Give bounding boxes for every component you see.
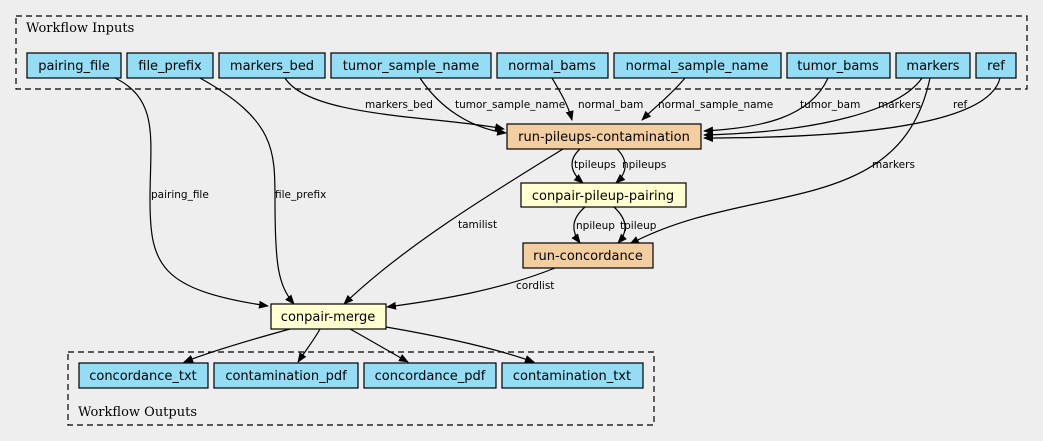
- step-conpair-merge[interactable]: conpair-merge: [270, 303, 387, 330]
- workflow-inputs-cluster: Workflow Inputs: [15, 15, 1028, 90]
- edge-file-prefix: [199, 77, 295, 305]
- edge-label-markers-to-pileups: markers: [878, 99, 921, 111]
- edge-label-cordlist: cordlist: [516, 280, 554, 292]
- edge-label-tpileup: tpileup: [620, 220, 657, 232]
- input-file-prefix-label: file_prefix: [138, 59, 202, 74]
- workflow-outputs-label: Workflow Outputs: [78, 405, 197, 420]
- edge-normal-bams: [551, 77, 574, 121]
- output-contamination-pdf[interactable]: contamination_pdf: [213, 362, 359, 389]
- edge-label-normal-sample-name: normal_sample_name: [658, 99, 773, 111]
- edge-cordlist: [386, 267, 556, 310]
- edge-tpileups: [571, 148, 584, 184]
- edge-concordance-txt: [183, 328, 291, 363]
- edge-tpileup: [613, 206, 628, 244]
- edge-label-pairing-file: pairing_file: [151, 189, 209, 201]
- step-run-concordance-label: run-concordance: [533, 249, 643, 264]
- edge-tamilist: [343, 148, 564, 305]
- input-markers[interactable]: markers: [895, 52, 971, 79]
- edge-label-tamilist: tamilist: [458, 219, 497, 231]
- edge-labels: markers_bed tumor_sample_name normal_bam…: [151, 99, 968, 292]
- step-run-concordance[interactable]: run-concordance: [522, 242, 654, 269]
- input-markers-label: markers: [906, 59, 959, 74]
- output-concordance-txt-label: concordance_txt: [89, 369, 197, 384]
- edge-label-tumor-sample-name: tumor_sample_name: [455, 99, 565, 111]
- input-file-prefix[interactable]: file_prefix: [126, 52, 214, 79]
- output-concordance-pdf[interactable]: concordance_pdf: [363, 362, 497, 389]
- input-markers-bed[interactable]: markers_bed: [218, 52, 326, 79]
- edge-concordance-pdf: [349, 328, 409, 363]
- step-conpair-pileup-pairing[interactable]: conpair-pileup-pairing: [520, 182, 687, 208]
- input-normal-bams[interactable]: normal_bams: [496, 52, 609, 79]
- edge-label-markers-to-concordance: markers: [872, 159, 915, 171]
- edge-markers-to-concordance: [629, 77, 931, 245]
- edge-label-normal-bam: normal_bam: [578, 99, 643, 111]
- output-concordance-txt[interactable]: concordance_txt: [78, 362, 209, 389]
- input-normal-sample-name-label: normal_sample_name: [626, 59, 769, 74]
- output-contamination-txt-label: contamination_txt: [513, 369, 631, 384]
- output-nodes: concordance_txt contamination_pdf concor…: [78, 362, 644, 389]
- edge-tumor-sample-name: [419, 77, 507, 136]
- workflow-inputs-label: Workflow Inputs: [26, 21, 134, 36]
- edge-npileups: [615, 148, 626, 184]
- input-ref-label: ref: [987, 59, 1005, 74]
- edge-tumor-bams: [703, 77, 829, 135]
- input-nodes: pairing_file file_prefix markers_bed tum…: [26, 52, 1017, 79]
- input-normal-sample-name[interactable]: normal_sample_name: [613, 52, 782, 79]
- edge-npileup: [571, 206, 586, 244]
- input-pairing-file-label: pairing_file: [38, 59, 110, 74]
- step-conpair-pileup-pairing-label: conpair-pileup-pairing: [532, 189, 674, 204]
- edge-markers-bed: [284, 77, 505, 132]
- output-contamination-pdf-label: contamination_pdf: [225, 369, 347, 384]
- input-tumor-sample-name[interactable]: tumor_sample_name: [330, 52, 492, 79]
- edge-contamination-pdf: [297, 328, 321, 363]
- edges: [114, 77, 1001, 363]
- input-pairing-file[interactable]: pairing_file: [26, 52, 122, 79]
- edge-label-npileups: npileups: [622, 159, 666, 171]
- edge-label-file-prefix: file_prefix: [275, 189, 326, 201]
- edge-ref: [703, 77, 1001, 142]
- edge-pairing-file: [114, 77, 269, 309]
- input-tumor-bams-label: tumor_bams: [797, 59, 879, 74]
- edge-label-tumor-bam: tumor_bam: [800, 99, 860, 111]
- edge-contamination-txt: [385, 326, 535, 363]
- input-normal-bams-label: normal_bams: [508, 59, 596, 74]
- edge-label-markers-bed: markers_bed: [365, 99, 433, 111]
- input-tumor-sample-name-label: tumor_sample_name: [343, 59, 479, 74]
- edge-markers-to-pileups: [703, 77, 923, 139]
- edge-label-npileup: npileup: [576, 220, 615, 232]
- step-nodes: run-pileups-contamination conpair-pileup…: [270, 123, 702, 330]
- input-ref[interactable]: ref: [975, 52, 1017, 79]
- output-contamination-txt[interactable]: contamination_txt: [501, 362, 644, 389]
- input-tumor-bams[interactable]: tumor_bams: [786, 52, 891, 79]
- workflow-outputs-cluster: Workflow Outputs: [67, 351, 655, 426]
- step-run-pileups-contamination-label: run-pileups-contamination: [518, 130, 690, 145]
- step-run-pileups-contamination[interactable]: run-pileups-contamination: [506, 123, 702, 150]
- edge-normal-sample-name: [641, 77, 686, 121]
- edge-label-ref: ref: [953, 99, 968, 111]
- edge-label-tpileups: tpileups: [574, 159, 616, 171]
- input-markers-bed-label: markers_bed: [230, 59, 314, 74]
- step-conpair-merge-label: conpair-merge: [281, 310, 375, 325]
- output-concordance-pdf-label: concordance_pdf: [375, 369, 486, 384]
